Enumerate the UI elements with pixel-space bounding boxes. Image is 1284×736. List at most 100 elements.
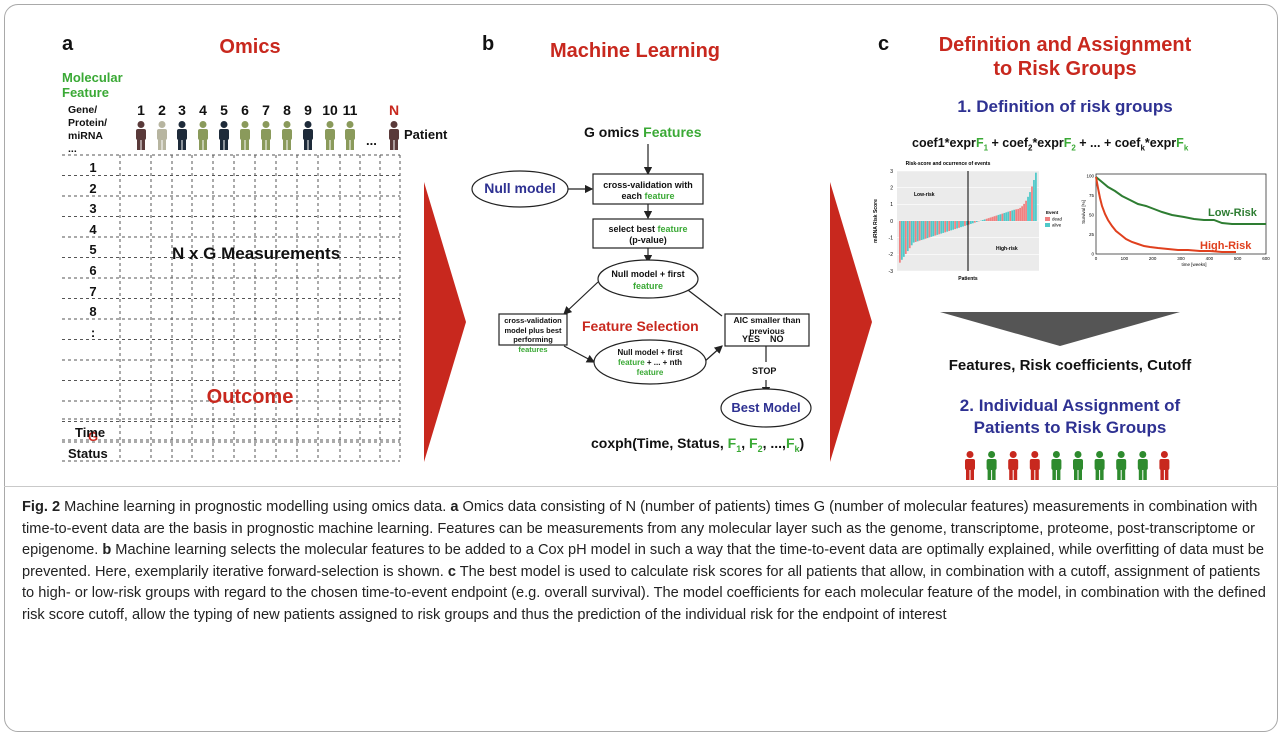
risk-bar — [1027, 196, 1029, 221]
gene-protein-label: Gene/ Protein/ miRNA ... — [68, 104, 108, 155]
risk-ytick: 1 — [890, 202, 893, 208]
best-model-node — [720, 388, 812, 428]
survival-xtick: 200 — [1149, 256, 1157, 261]
panel-c-title: Definition and Assignment to Risk Groups — [938, 34, 1192, 80]
risk-bar — [1013, 209, 1016, 221]
legend-alive-label: alive — [1052, 223, 1062, 228]
risk-bar — [934, 221, 937, 236]
assigned-patient-icon — [1116, 451, 1127, 480]
patient-icon — [219, 121, 229, 150]
risk-ytick: 3 — [890, 169, 893, 175]
risk-bar — [952, 221, 954, 230]
down-triangle — [940, 312, 1180, 346]
risk-bar — [966, 221, 968, 226]
panel-c-letter: c — [878, 33, 890, 55]
patient-icon — [240, 121, 250, 150]
aic-yes-label: YES — [742, 334, 761, 344]
high-risk-label: High-Risk — [1200, 240, 1252, 252]
assigned-patient-icon — [1159, 451, 1170, 480]
risk-bar — [1033, 180, 1035, 221]
risk-bar — [995, 215, 998, 221]
best-model-label: Best Model — [731, 400, 801, 415]
row-label: 8 — [89, 304, 97, 320]
panel-b-letter: b — [482, 33, 495, 55]
risk-bar — [975, 221, 978, 222]
survival-ytick: 25 — [1089, 232, 1095, 237]
survival-ytick: 100 — [1086, 174, 1094, 179]
risk-bar — [969, 221, 972, 224]
risk-ytick: -3 — [889, 269, 894, 275]
cross-validation-model-label: cross-validation model plus best perform… — [504, 316, 562, 354]
patient-number: 10 — [322, 102, 338, 118]
risk-bar — [946, 221, 949, 232]
risk-bar — [930, 221, 933, 237]
risk-bar — [936, 221, 939, 235]
row-label: 5 — [89, 242, 97, 258]
patient-icon — [345, 121, 355, 150]
survival-plot-area — [1095, 173, 1267, 255]
risk-bar — [991, 216, 994, 221]
patient-number: 7 — [262, 102, 270, 118]
patient-number: 8 — [283, 102, 291, 118]
panel-a-title: Omics — [219, 36, 281, 58]
survival-ylabel: Survival [%] — [1081, 200, 1086, 224]
risk-bar — [956, 221, 958, 229]
cross-validation-label: cross-validation with each feature — [603, 180, 693, 201]
legend-dead-swatch — [1045, 217, 1050, 221]
cross-validation-model-node — [498, 313, 568, 346]
risk-bar — [924, 221, 927, 239]
row-last-label: G — [87, 429, 99, 444]
risk-groups-subtitle: 1. Definition of risk groups — [957, 97, 1173, 116]
patient-number: 6 — [241, 102, 249, 118]
survival-xtick: 500 — [1234, 256, 1242, 261]
risk-bar — [981, 220, 984, 221]
assigned-patient-icon — [1137, 451, 1148, 480]
null-model-nth-feature-node — [593, 339, 707, 385]
arrow-a-to-b — [424, 182, 466, 462]
assigned-patient-icon — [1008, 451, 1019, 480]
high-risk-curve — [1095, 176, 1236, 253]
patient-icons — [136, 121, 399, 150]
risk-ytick: -1 — [889, 235, 894, 241]
patient-icon — [303, 121, 313, 150]
patient-icon — [198, 121, 208, 150]
risk-bar — [1023, 203, 1025, 221]
patient-last-number: N — [388, 102, 400, 118]
coxph-formula: coxph(Time, Status, F1, F2, ...,Fk) — [591, 435, 805, 454]
survival-xtick: 300 — [1177, 256, 1185, 261]
cross-validation-node — [592, 173, 704, 205]
low-risk-curve — [1095, 176, 1266, 225]
flow-arrows — [424, 182, 872, 462]
risk-bar — [900, 221, 903, 260]
risk-bar — [1003, 212, 1006, 221]
risk-bar — [902, 221, 905, 257]
risk-bar — [971, 221, 974, 224]
survival-xtick: 100 — [1121, 256, 1129, 261]
outcome-title: Outcome — [206, 386, 294, 408]
risk-bar — [920, 221, 923, 241]
assigned-patient-icon — [1073, 451, 1083, 480]
risk-bar — [1025, 200, 1027, 221]
patient-number: 2 — [158, 102, 166, 118]
risk-bar — [1005, 212, 1008, 221]
survival-xtick: 600 — [1262, 256, 1270, 261]
select-best-feature-node — [592, 218, 704, 249]
risk-bar — [914, 221, 917, 242]
patient-ellipsis: ... — [366, 133, 377, 148]
null-model-first-feature-label: Null model + first feature — [611, 269, 685, 291]
risk-bar — [968, 221, 970, 225]
assigned-patient-icon — [1029, 451, 1040, 480]
low-risk-label: Low-Risk — [1208, 207, 1258, 219]
risk-bar — [906, 221, 909, 252]
risk-bar — [899, 221, 901, 263]
row-label: 7 — [89, 283, 97, 299]
risk-chart-xlabel: Patients — [958, 276, 978, 282]
row-label: : — [90, 324, 96, 340]
aic-decision-node — [724, 313, 810, 347]
patient-label: Patient — [404, 127, 448, 142]
risk-score-chart: Risk-score and ocurrence of events 3210-… — [873, 161, 1063, 282]
risk-bar — [999, 214, 1002, 221]
g-omics-features: G omics Features — [584, 124, 702, 140]
risk-bar — [973, 221, 976, 223]
risk-bar — [916, 221, 919, 242]
